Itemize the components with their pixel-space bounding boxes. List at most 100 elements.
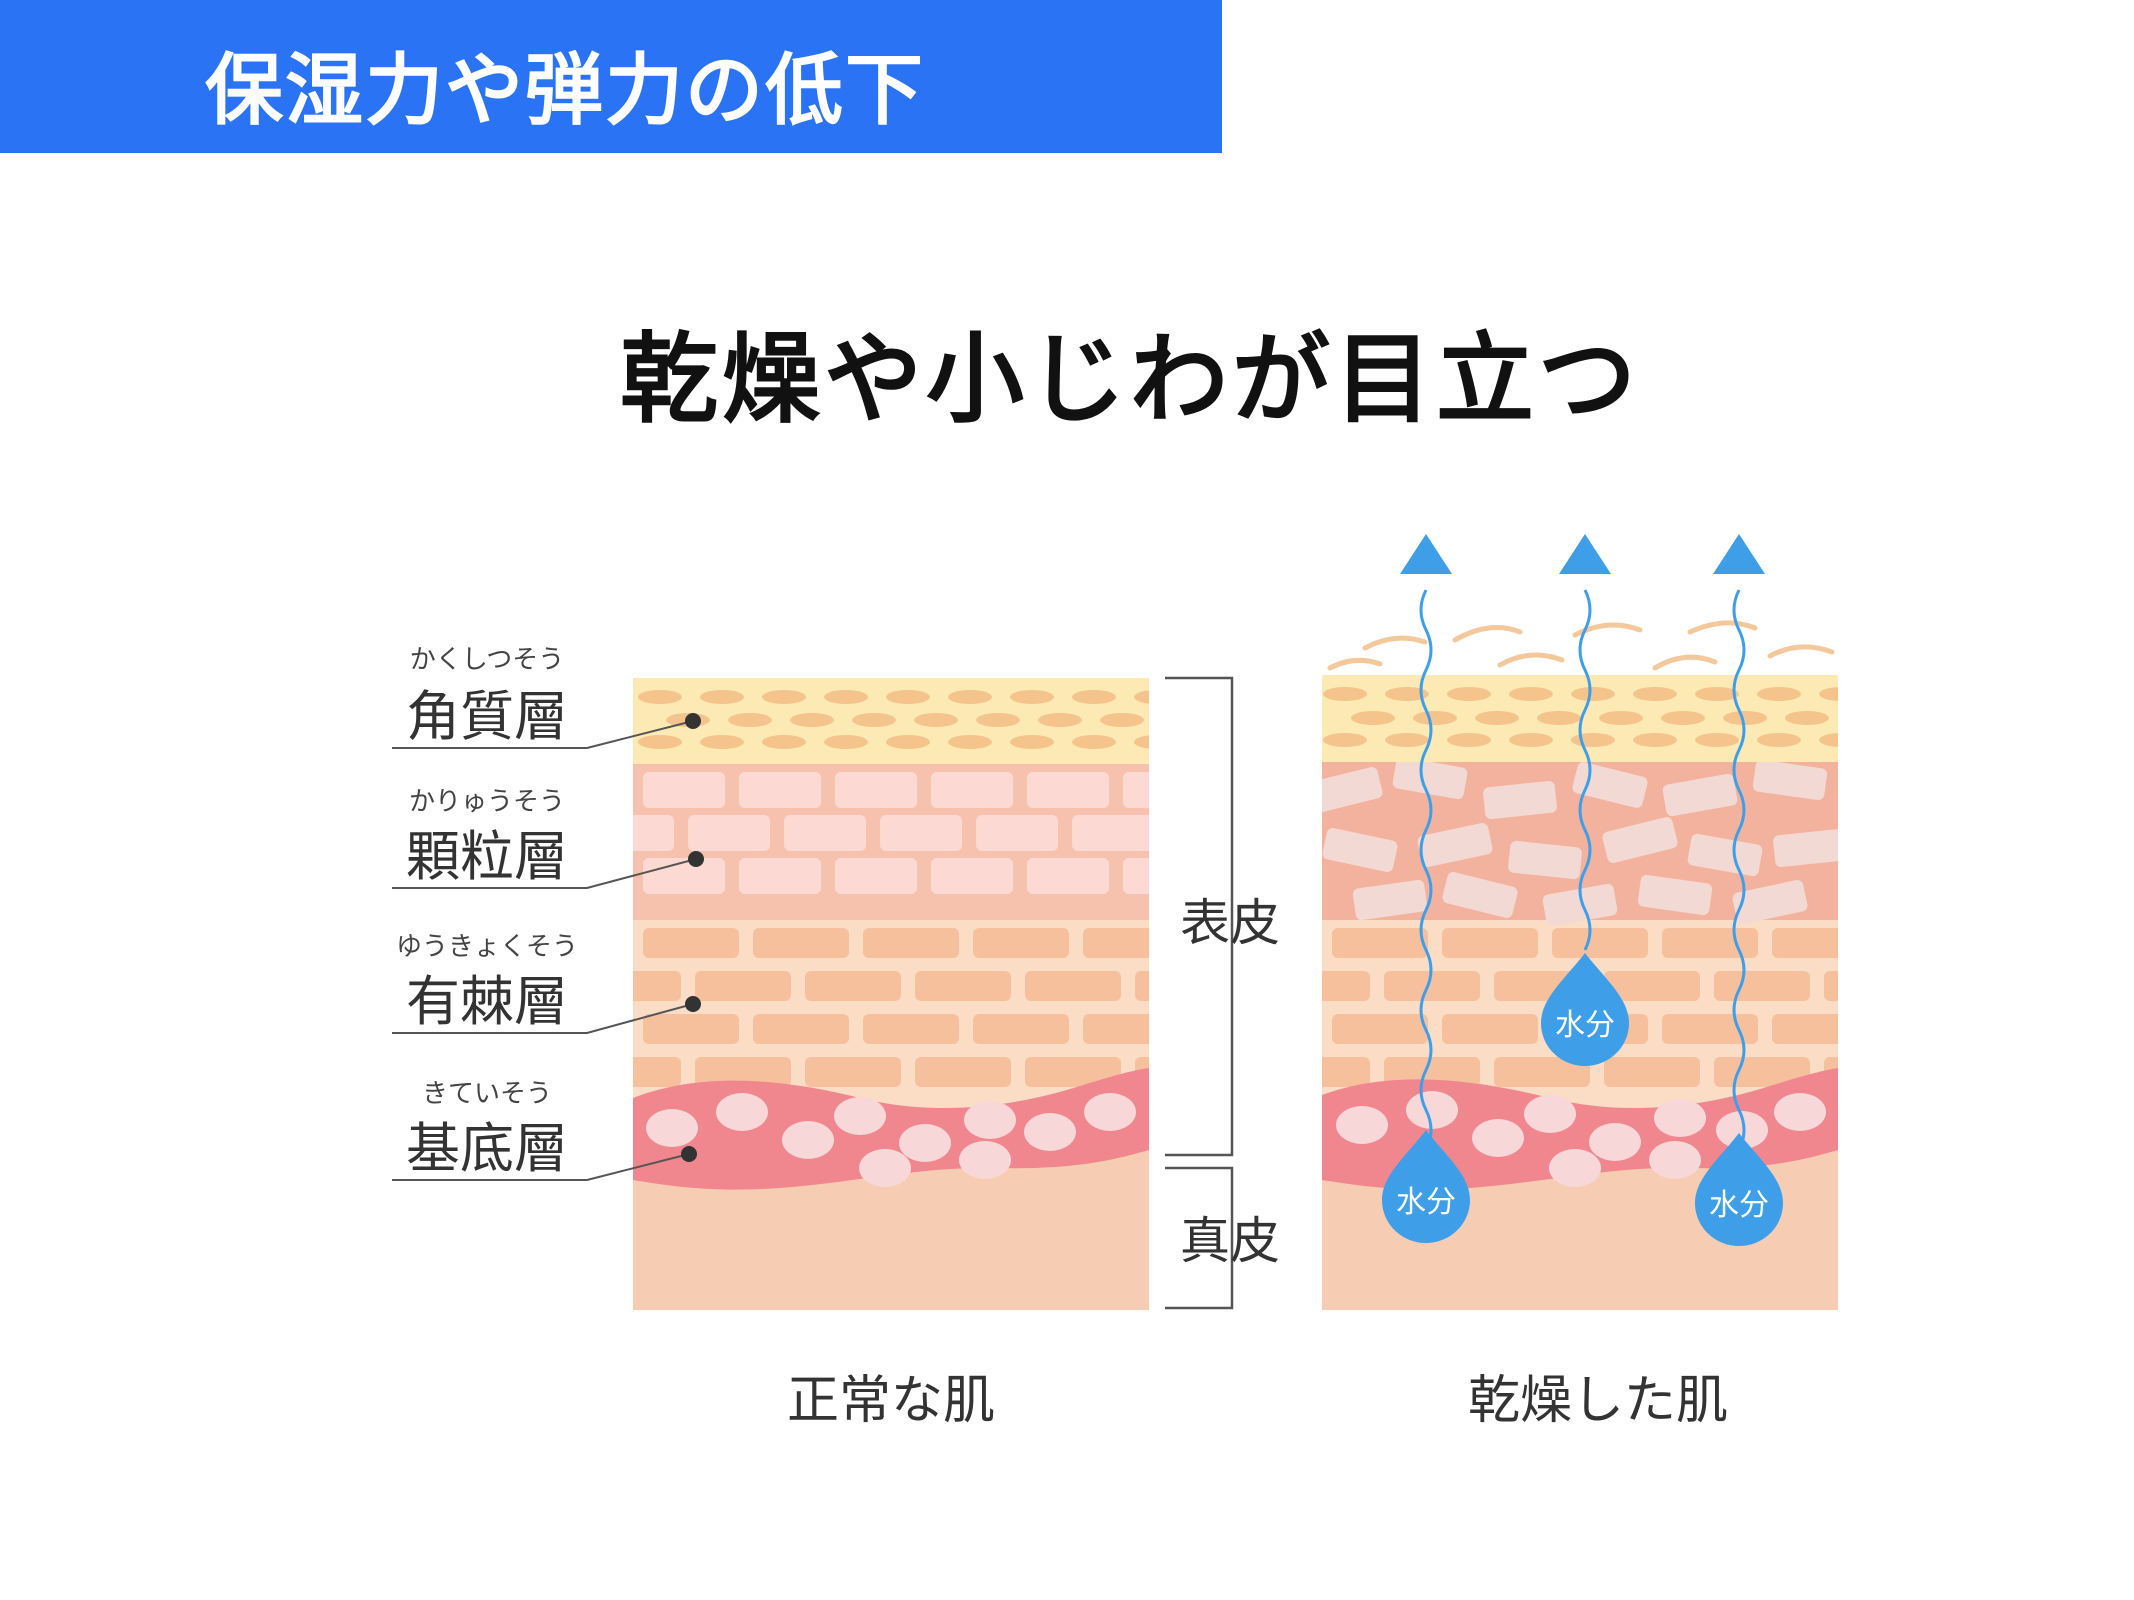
cell: [688, 815, 770, 851]
layer-ruby: かくしつそう: [410, 645, 564, 675]
normal-skin-panel: [633, 678, 1250, 1310]
cell: [834, 1097, 886, 1135]
cell: [1824, 971, 1838, 1001]
layer-name: 基底層: [406, 1117, 568, 1180]
cell: [643, 772, 725, 808]
cell: [784, 815, 866, 851]
cell: [973, 928, 1069, 958]
cell: [1336, 1106, 1388, 1144]
cell: [973, 1014, 1069, 1044]
cell: [1442, 872, 1518, 918]
pointer-dot: [688, 851, 704, 867]
caption-dry-skin: 乾燥した肌: [1468, 1371, 1728, 1431]
cell: [959, 1141, 1011, 1179]
cell: [1509, 733, 1553, 747]
cell: [1494, 1057, 1590, 1087]
cell: [1027, 858, 1109, 894]
cell: [931, 858, 1013, 894]
layer-ruby: きていそう: [422, 1079, 552, 1109]
cell: [1773, 828, 1838, 868]
cell: [1589, 1123, 1641, 1161]
cell: [835, 858, 917, 894]
layer-ruby: かりゅうそう: [409, 787, 565, 817]
pointer-dot: [685, 996, 701, 1012]
cell: [1509, 687, 1553, 701]
cell: [1010, 735, 1054, 749]
cell: [638, 735, 682, 749]
cell: [633, 815, 674, 851]
cell: [753, 1014, 849, 1044]
cell: [1633, 687, 1677, 701]
cell: [1524, 1095, 1576, 1133]
cell: [1083, 928, 1149, 958]
cell: [633, 971, 681, 1001]
cell: [863, 928, 959, 958]
cell: [695, 971, 791, 1001]
cell: [1072, 690, 1116, 704]
cell: [852, 713, 896, 727]
caption-normal-skin: 正常な肌: [787, 1371, 995, 1431]
cell: [1447, 687, 1491, 701]
cell: [948, 690, 992, 704]
granular-cells-disordered: [1322, 756, 1838, 927]
cell: [700, 690, 744, 704]
headline: 乾燥や小じわが目立つ: [620, 323, 1641, 437]
cell: [976, 713, 1020, 727]
cell: [1100, 713, 1144, 727]
cell: [1323, 733, 1367, 747]
cell: [1168, 815, 1250, 851]
water-label: 水分: [1396, 1185, 1456, 1220]
cell: [762, 735, 806, 749]
cell: [1392, 756, 1468, 800]
water-label: 水分: [1555, 1008, 1615, 1043]
layer-label-granular: かりゅうそう 顆粒層: [392, 787, 704, 889]
cell: [1351, 711, 1395, 725]
cell: [753, 928, 849, 958]
cell: [1322, 971, 1370, 1001]
cell: [1483, 780, 1557, 820]
cell: [1442, 1014, 1538, 1044]
cell: [1135, 971, 1149, 1001]
layer-name: 顆粒層: [406, 825, 568, 888]
cell: [1135, 1057, 1149, 1087]
cell: [1571, 687, 1615, 701]
cell: [1447, 733, 1491, 747]
cell: [1134, 690, 1149, 704]
cell: [1385, 733, 1429, 747]
cell: [1323, 687, 1367, 701]
cell: [739, 858, 821, 894]
cell: [1038, 713, 1082, 727]
layer-label-basal: きていそう 基底層: [392, 1079, 697, 1181]
cell: [646, 1109, 698, 1147]
cell: [1661, 711, 1705, 725]
cell: [1662, 928, 1758, 958]
cell: [1025, 1057, 1121, 1087]
cell: [638, 690, 682, 704]
cell: [1757, 687, 1801, 701]
cell: [1757, 733, 1801, 747]
cell: [914, 713, 958, 727]
cell: [1604, 1057, 1700, 1087]
cell: [1772, 1014, 1838, 1044]
cell: [728, 713, 772, 727]
cell: [824, 735, 868, 749]
cell: [633, 1057, 681, 1087]
spinous-cells: [633, 928, 1149, 1087]
pointer-dot: [681, 1146, 697, 1162]
cell: [1662, 1014, 1758, 1044]
water-droplet: 水分: [1382, 1130, 1470, 1243]
cell: [859, 1149, 911, 1187]
cell: [716, 1093, 768, 1131]
dermis-bracket: [1165, 1166, 1234, 1310]
water-evaporation-arrows: [1400, 534, 1765, 1151]
cell: [1084, 1093, 1136, 1131]
cell: [1602, 817, 1678, 863]
corneum-cells: [1323, 687, 1838, 747]
cell: [1571, 733, 1615, 747]
cell: [695, 1057, 791, 1087]
layer-ruby: ゆうきょくそう: [396, 932, 578, 962]
cell: [1472, 1119, 1524, 1157]
cell: [1123, 858, 1149, 894]
cell: [782, 1121, 834, 1159]
